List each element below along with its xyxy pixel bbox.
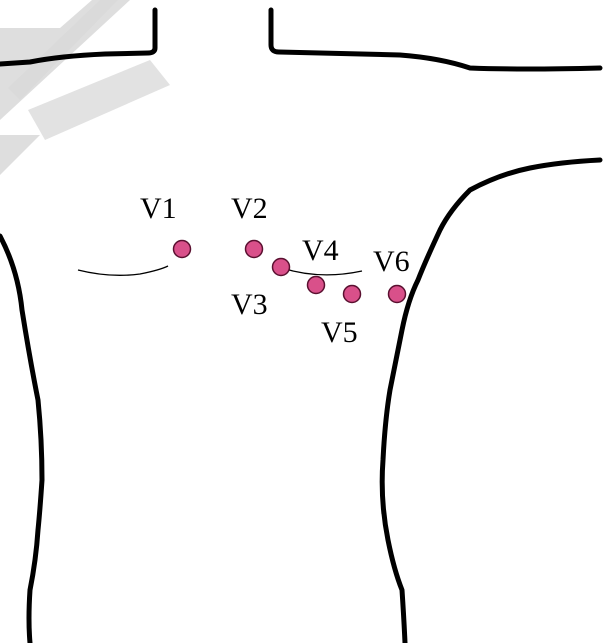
- electrode-v6: [389, 286, 406, 303]
- neck-right-outline: [271, 10, 600, 69]
- label-v2: V2: [231, 192, 268, 225]
- right-landmark-line: [282, 268, 362, 275]
- electrodes: [174, 241, 406, 303]
- electrode-v1: [174, 241, 191, 258]
- electrode-v4: [308, 277, 325, 294]
- left-torso-outline: [0, 236, 42, 643]
- label-v5: V5: [321, 316, 358, 349]
- label-v6: V6: [373, 245, 410, 278]
- watermark: [0, 0, 170, 175]
- landmark-lines: [78, 266, 362, 275]
- electrode-v3: [273, 259, 290, 276]
- label-v3: V3: [231, 288, 268, 321]
- label-v1: V1: [140, 192, 177, 225]
- electrode-v2: [246, 241, 263, 258]
- right-torso-outline: [382, 160, 600, 643]
- left-landmark-line: [78, 266, 168, 275]
- label-v4: V4: [302, 234, 339, 267]
- electrode-v5: [344, 286, 361, 303]
